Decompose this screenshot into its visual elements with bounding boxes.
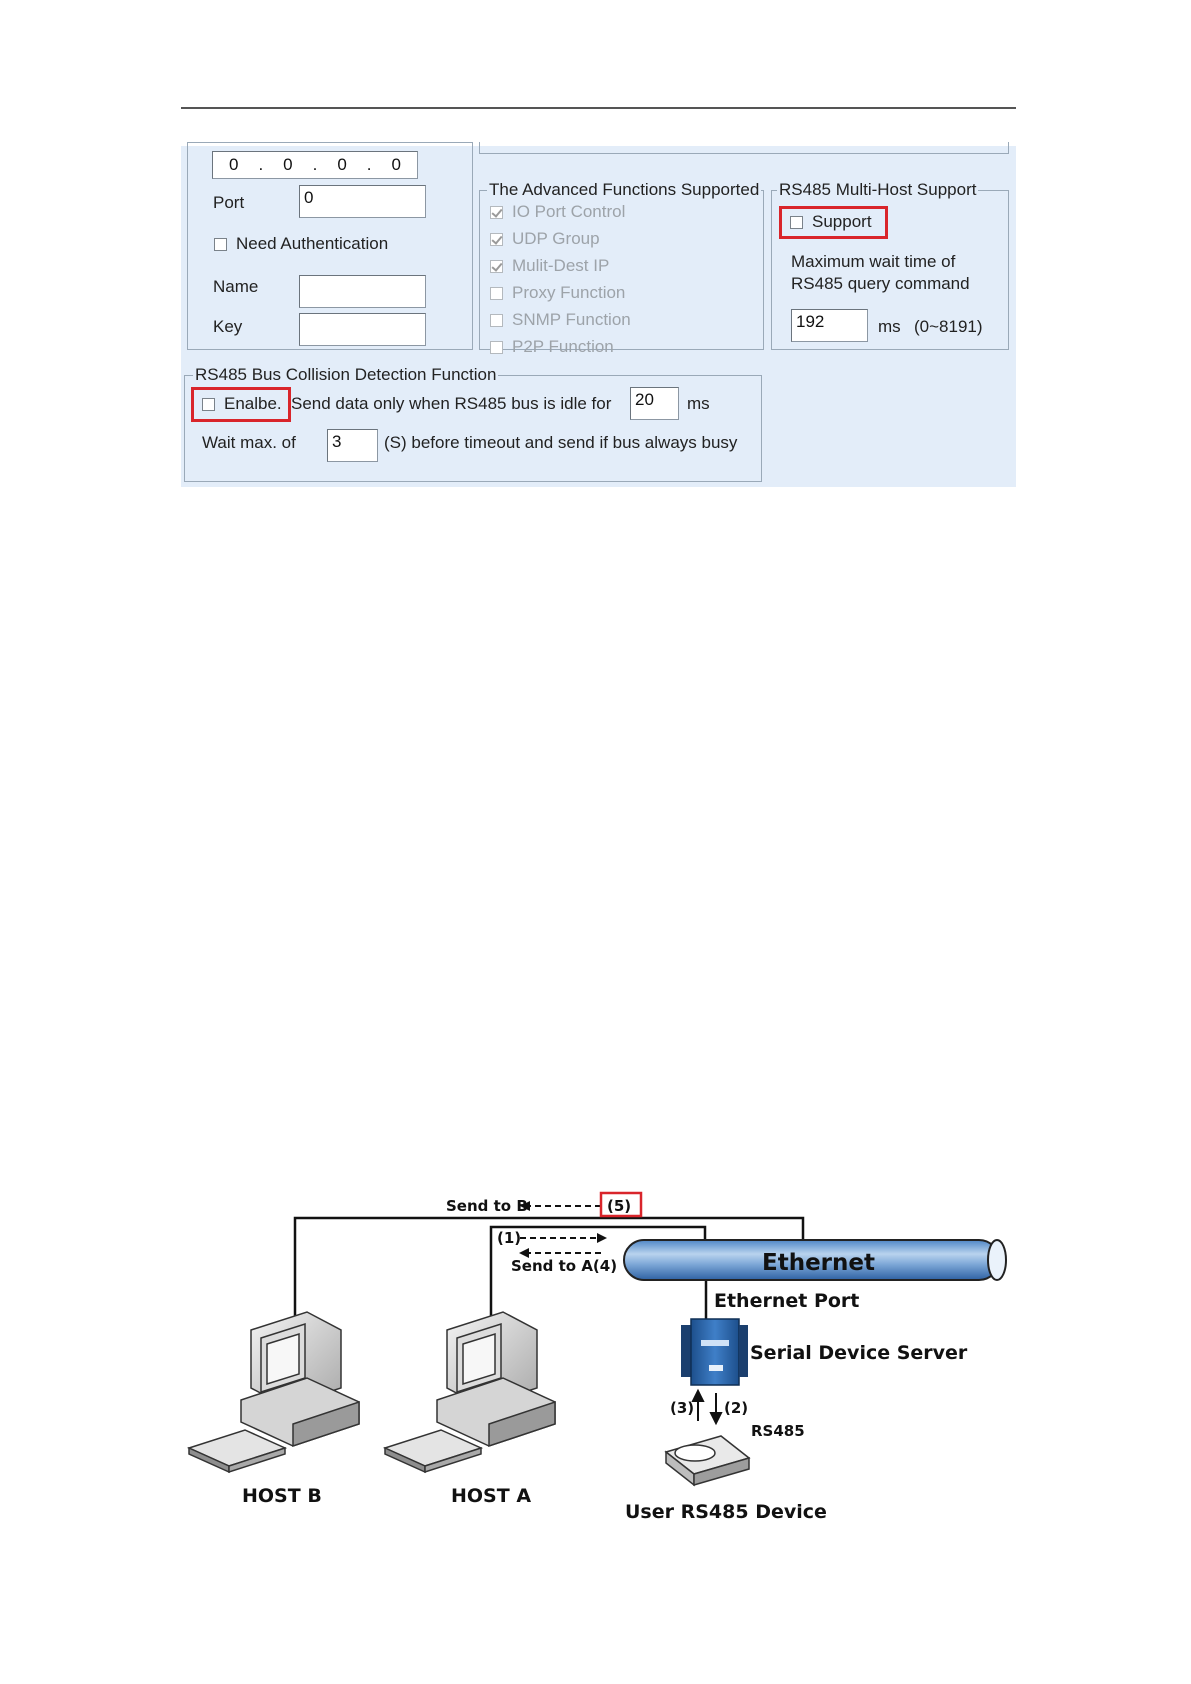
port-label: Port xyxy=(213,193,245,212)
step5-label: (5) xyxy=(607,1197,631,1215)
collision-enable-checkbox[interactable] xyxy=(202,398,215,411)
wait-time-range: (0~8191) xyxy=(914,317,983,336)
send-to-b-label: Send to B xyxy=(446,1197,528,1215)
p2p-label: P2P Function xyxy=(512,337,614,356)
idle-time-input[interactable]: 20 xyxy=(630,387,679,420)
need-auth-label: Need Authentication xyxy=(236,234,389,253)
multihost-support-checkbox[interactable] xyxy=(790,216,803,229)
advanced-functions-title: The Advanced Functions Supported xyxy=(487,180,762,200)
wait-time-unit: ms xyxy=(878,317,901,336)
network-wires xyxy=(293,1216,805,1322)
multihost-title: RS485 Multi-Host Support xyxy=(777,180,979,200)
timeout-input[interactable]: 3 xyxy=(327,429,378,462)
wait-max-label: Wait max. of xyxy=(202,433,296,452)
step3-label: (3) xyxy=(670,1399,694,1417)
multi-dest-checkbox[interactable] xyxy=(490,260,503,273)
ip-octet-3: 0 xyxy=(337,155,347,174)
rs485-label: RS485 xyxy=(751,1422,805,1440)
step1-label: (1) xyxy=(497,1229,521,1247)
wait-time-line1: Maximum wait time of xyxy=(791,252,956,271)
key-input[interactable] xyxy=(299,313,426,346)
proxy-checkbox[interactable] xyxy=(490,287,503,300)
rs485-device-icon xyxy=(664,1435,751,1487)
auth-group xyxy=(187,142,473,350)
rs485-arrows xyxy=(691,1388,723,1426)
port-input[interactable]: 0 xyxy=(299,185,426,218)
name-input[interactable] xyxy=(299,275,426,308)
name-label: Name xyxy=(213,277,259,296)
ethernet-pipe-icon xyxy=(623,1239,1007,1281)
enable-highlight xyxy=(191,387,291,422)
wait-time-input[interactable]: 192 xyxy=(791,309,868,342)
key-label: Key xyxy=(213,317,243,336)
ip-octet-2: 0 xyxy=(283,155,293,174)
udp-group-label: UDP Group xyxy=(512,229,600,248)
snmp-checkbox[interactable] xyxy=(490,314,503,327)
send-data-text: Send data only when RS485 bus is idle fo… xyxy=(291,394,612,413)
serial-device-server-icon xyxy=(681,1318,748,1386)
multihost-support-label: Support xyxy=(812,212,872,231)
serial-server-label: Serial Device Server xyxy=(750,1342,968,1364)
idle-time-unit: ms xyxy=(687,394,710,413)
multi-host-diagram: (5) Send to B (1) Send to A(4) Ethernet … xyxy=(186,1191,1007,1523)
data-flow-arrows xyxy=(520,1205,601,1254)
collision-enable-label: Enalbe. xyxy=(224,394,282,413)
udp-group-checkbox[interactable] xyxy=(490,233,503,246)
collision-title: RS485 Bus Collision Detection Function xyxy=(193,365,499,385)
wait-time-line2: RS485 query command xyxy=(791,274,970,293)
ethernet-label: Ethernet xyxy=(762,1250,875,1276)
host-b-computer-icon xyxy=(186,1311,360,1474)
snmp-label: SNMP Function xyxy=(512,310,631,329)
step2-label: (2) xyxy=(724,1399,748,1417)
ip-octet-4: 0 xyxy=(391,155,401,174)
config-screenshot: 0. 0. 0. 0 Port 0 Need Authentication Na… xyxy=(181,142,1016,487)
host-b-label: HOST B xyxy=(242,1485,322,1507)
ethernet-port-label: Ethernet Port xyxy=(714,1290,859,1312)
host-a-label: HOST A xyxy=(451,1485,531,1507)
need-auth-checkbox[interactable] xyxy=(214,238,227,251)
support-highlight xyxy=(779,206,888,239)
timeout-text: (S) before timeout and send if bus alway… xyxy=(384,433,738,452)
user-device-label: User RS485 Device xyxy=(625,1501,827,1523)
header-rule xyxy=(181,107,1016,109)
multi-dest-label: Mulit-Dest IP xyxy=(512,256,610,275)
host-a-computer-icon xyxy=(382,1311,556,1474)
send-to-a-label: Send to A(4) xyxy=(511,1257,617,1275)
p2p-checkbox[interactable] xyxy=(490,341,503,354)
arrow-heads xyxy=(519,1201,607,1258)
io-port-label: IO Port Control xyxy=(512,202,626,221)
proxy-label: Proxy Function xyxy=(512,283,626,302)
io-port-checkbox[interactable] xyxy=(490,206,503,219)
top-group-edge xyxy=(479,142,1009,154)
step5-highlight xyxy=(599,1191,643,1218)
ip-address-field[interactable]: 0. 0. 0. 0 xyxy=(212,151,418,179)
ip-octet-1: 0 xyxy=(228,155,239,174)
